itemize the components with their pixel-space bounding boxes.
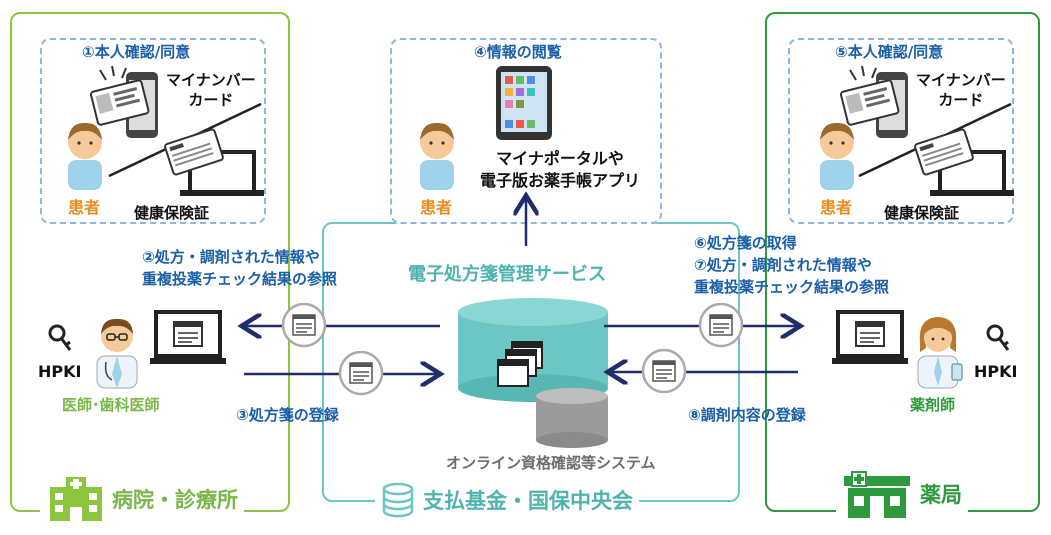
step6-7-label: ⑥処方箋の取得 ⑦処方・調剤された情報や 重複投薬チェック結果の参照 xyxy=(694,232,889,298)
step2-line1: ②処方・調剤された情報や xyxy=(142,248,320,266)
pharmacy-building-icon xyxy=(844,471,910,518)
patient-avatar-icon-3 xyxy=(820,122,854,190)
insurance-label-1: 健康保険証 xyxy=(134,204,210,222)
hospital-label: 病院・診療所 xyxy=(112,488,238,512)
pharmacist-label: 薬剤師 xyxy=(910,396,956,414)
server-window-stack xyxy=(497,341,543,387)
mynumber-card-icon xyxy=(89,65,158,138)
insurance-card-icon xyxy=(164,128,264,196)
online-system-label: オンライン資格確認等システム xyxy=(446,454,656,472)
fund-label: 支払基金・国保中央会 xyxy=(423,489,633,513)
portal-label: マイナポータルや 電子版お薬手帳アプリ xyxy=(480,148,640,192)
document-circle-icon-1 xyxy=(281,302,327,348)
mynumber-card-icon-2 xyxy=(839,65,908,138)
document-circle-icon-4 xyxy=(641,348,687,394)
step1-label: ①本人確認/同意 xyxy=(82,43,191,61)
database-icon xyxy=(382,482,414,518)
step8-label: ⑧調剤内容の登録 xyxy=(688,406,806,424)
epres-service-text: 電子処方箋管理サービス xyxy=(408,264,606,285)
step3-label: ③処方箋の登録 xyxy=(236,406,339,424)
step6-line: ⑥処方箋の取得 xyxy=(694,234,797,252)
key-icon-1 xyxy=(48,324,72,351)
doctor-avatar-icon xyxy=(96,318,138,389)
doctor-label: 医師･歯科医師 xyxy=(62,396,160,414)
hpki-label-1: HPKI xyxy=(38,362,82,381)
patient-label-1: 患者 xyxy=(68,198,101,217)
pharmacist-avatar-icon xyxy=(917,317,963,389)
step2-line2: 重複投薬チェック結果の参照 xyxy=(142,270,338,288)
step2-label: ②処方・調剤された情報や 重複投薬チェック結果の参照 xyxy=(142,246,337,290)
document-circle-icon-3 xyxy=(698,302,744,348)
mynumber-line1: マイナンバー xyxy=(166,71,256,89)
hpki-label-2: HPKI xyxy=(974,362,1018,381)
doctor-laptop-icon xyxy=(150,310,226,364)
insurance-label-2: 健康保険証 xyxy=(884,204,960,222)
step7-line2: 重複投薬チェック結果の参照 xyxy=(694,278,890,296)
insurance-card-icon-2 xyxy=(914,128,1014,196)
patient-label-2: 患者 xyxy=(420,198,453,217)
tablet-icon xyxy=(496,66,552,140)
portal-line2: 電子版お薬手帳アプリ xyxy=(480,171,641,190)
patient-avatar-icon xyxy=(68,122,102,190)
mynumber-line1-b: マイナンバー xyxy=(916,71,1006,89)
patient-avatar-icon-2 xyxy=(420,122,454,190)
patient-label-3: 患者 xyxy=(820,198,853,217)
epres-service-label: 電子処方箋管理サービス xyxy=(404,260,610,286)
step7-line1: ⑦処方・調剤された情報や xyxy=(694,256,872,274)
mynumber-line2: カード xyxy=(188,91,234,109)
hospital-section: 病院・診療所 xyxy=(40,477,244,521)
mynumber-label-1: マイナンバー カード xyxy=(166,70,256,110)
document-circle-icon-2 xyxy=(338,350,384,396)
pharmacy-section: 薬局 xyxy=(836,470,968,518)
hospital-building-icon xyxy=(50,477,102,521)
step4-label: ④情報の閲覧 xyxy=(474,43,562,61)
key-icon-2 xyxy=(986,324,1010,351)
server-cylinder-icon xyxy=(458,298,608,448)
step5-label: ⑤本人確認/同意 xyxy=(835,43,944,61)
pharmacy-label: 薬局 xyxy=(920,483,962,507)
mynumber-line2-b: カード xyxy=(938,91,984,109)
fund-section: 支払基金・国保中央会 xyxy=(375,482,639,518)
portal-line1: マイナポータルや xyxy=(496,149,624,168)
pharmacist-laptop-icon xyxy=(832,310,908,364)
mynumber-label-2: マイナンバー カード xyxy=(916,70,1006,110)
